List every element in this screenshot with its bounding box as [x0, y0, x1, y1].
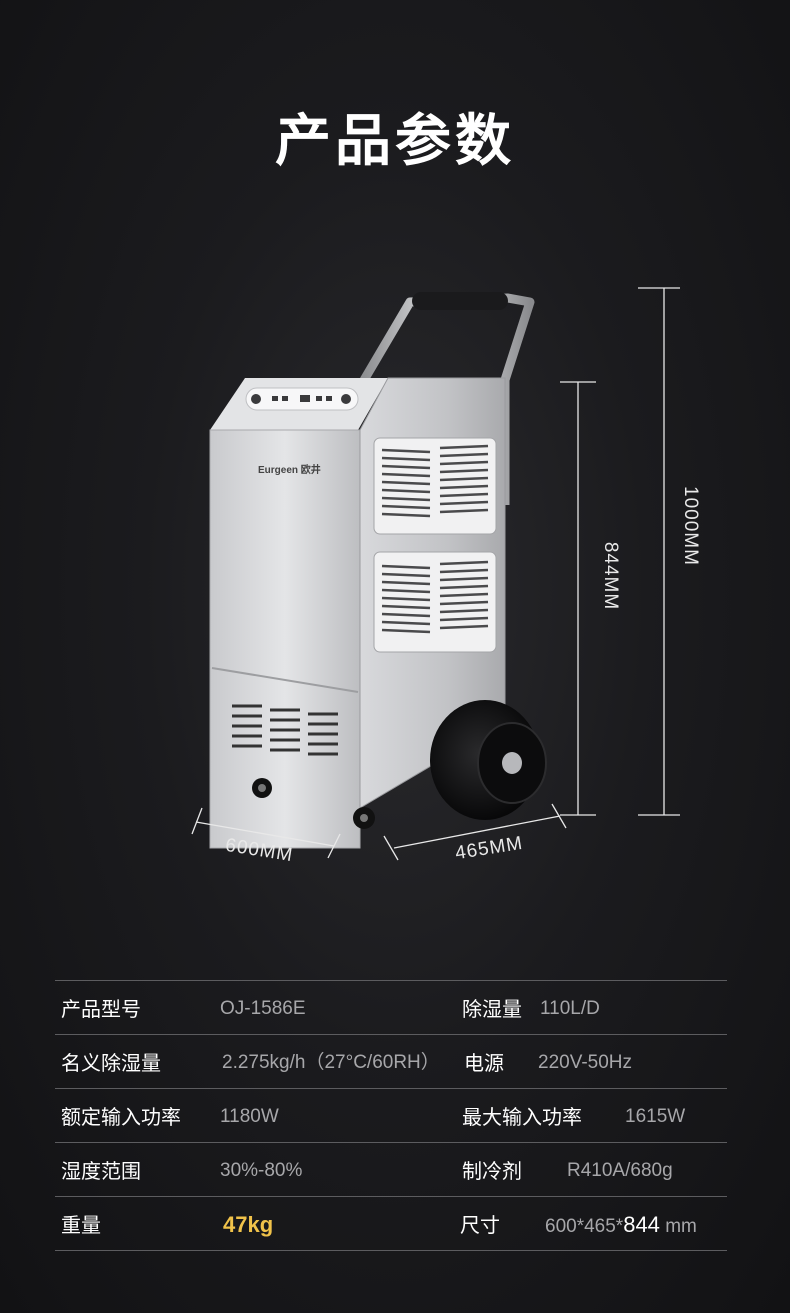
spec-label: 湿度范围	[61, 1159, 141, 1183]
body-height-label: 844MM	[600, 541, 621, 611]
side-grille-upper	[373, 437, 497, 535]
spec-label: 电源	[464, 1051, 504, 1075]
spec-row-weight: 重量 47kg 尺寸 600*465*844 mm	[55, 1196, 727, 1251]
brand-logo: Eurgeen 欧井	[258, 463, 321, 476]
spec-label: 重量	[61, 1213, 101, 1237]
spec-label: 尺寸	[460, 1213, 500, 1237]
spec-value: OJ-1586E	[220, 998, 306, 1019]
spec-value: 2.275kg/h（27°C/60RH）	[222, 1052, 440, 1073]
dimension-lines	[191, 287, 680, 861]
spec-label: 最大输入功率	[462, 1105, 582, 1129]
spec-label: 名义除湿量	[61, 1051, 161, 1075]
spec-table: 产品型号 OJ-1586E 除湿量 110L/D 名义除湿量 2.275kg/h…	[55, 980, 727, 1251]
spec-value: R410A/680g	[567, 1160, 673, 1181]
spec-label: 制冷剂	[462, 1159, 522, 1183]
spec-label: 除湿量	[462, 997, 522, 1021]
spec-value: 30%-80%	[220, 1160, 303, 1181]
spec-row-power: 额定输入功率 1180W 最大输入功率 1615W	[55, 1088, 727, 1142]
spec-label: 额定输入功率	[61, 1105, 181, 1129]
size-value-highlight: 844	[623, 1212, 660, 1237]
front-vents	[232, 704, 338, 756]
side-grille-lower	[373, 551, 497, 653]
spec-value: 220V-50Hz	[538, 1052, 633, 1073]
dehumidifier-illustration: Eurgeen 欧井	[191, 287, 680, 861]
spec-value: 1615W	[625, 1106, 686, 1127]
page-title: 产品参数	[275, 109, 515, 174]
front-panel	[209, 429, 361, 849]
spec-row-model: 产品型号 OJ-1586E 除湿量 110L/D	[55, 980, 727, 1034]
total-height-label: 1000MM	[680, 486, 701, 566]
spec-value-size: 600*465*844 mm	[545, 1197, 697, 1250]
rear-wheel	[430, 700, 547, 820]
spec-row-humidity: 湿度范围 30%-80% 制冷剂 R410A/680g	[55, 1142, 727, 1196]
spec-label: 产品型号	[61, 997, 141, 1021]
product-illustration-area: Eurgeen 欧井	[0, 260, 790, 900]
spec-value-weight: 47kg	[223, 1212, 274, 1237]
spec-row-nominal: 名义除湿量 2.275kg/h（27°C/60RH） 电源 220V-50Hz	[55, 1034, 727, 1088]
spec-value: 1180W	[220, 1106, 279, 1127]
spec-value: 110L/D	[540, 998, 600, 1019]
size-value-part: 600*465*	[545, 1216, 624, 1237]
size-unit: mm	[665, 1216, 697, 1237]
front-casters	[252, 778, 375, 829]
